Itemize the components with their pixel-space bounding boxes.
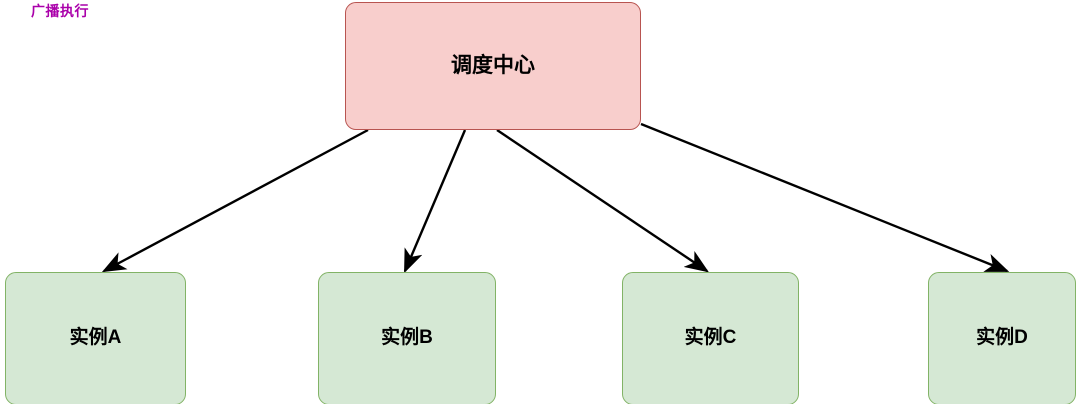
node-label-dispatch-center: 调度中心 [451,54,535,78]
node-label-instance-b: 实例B [381,327,433,349]
node-instance-d[interactable]: 实例D [928,272,1076,404]
node-instance-c[interactable]: 实例C [622,272,799,404]
edge-hub-a [101,128,369,273]
node-label-instance-c: 实例C [684,327,737,349]
diagram-title: 广播执行 [31,3,89,19]
edge-hub-d [640,122,1010,273]
node-dispatch-center[interactable]: 调度中心 [345,2,641,130]
node-instance-b[interactable]: 实例B [318,272,496,404]
edge-hub-c [496,129,709,273]
node-label-instance-d: 实例D [976,327,1028,349]
node-instance-a[interactable]: 实例A [5,272,186,404]
node-label-instance-a: 实例A [69,327,122,349]
edge-hub-b [403,129,467,274]
edges-group [101,122,1010,274]
